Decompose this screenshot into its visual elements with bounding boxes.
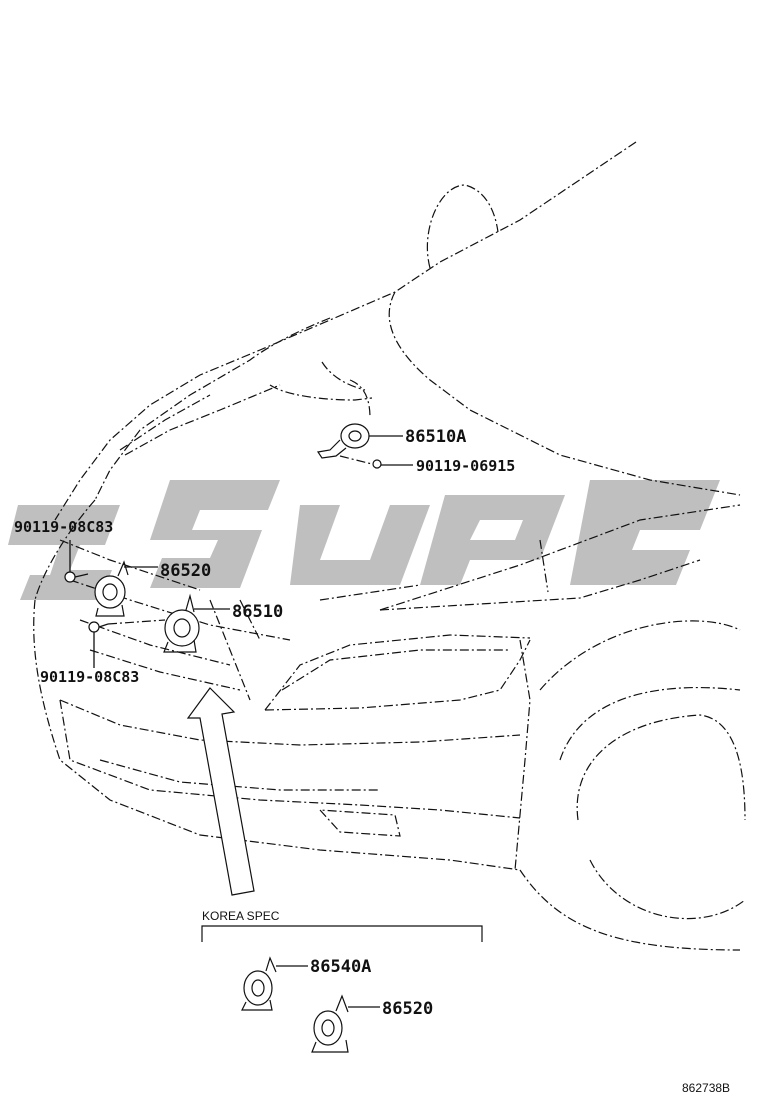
- label-86510A: 86510A: [405, 427, 466, 447]
- leader-lines: [69, 435, 413, 668]
- horn-86520-korea-part: [311, 994, 380, 1053]
- label-86510: 86510: [232, 602, 283, 622]
- label-86520: 86520: [160, 561, 211, 581]
- label-90119-08C83-bottom: 90119-08C83: [40, 668, 139, 686]
- horn-86540A-part: [241, 956, 308, 1011]
- bolt-90119-06915-part: [339, 455, 382, 469]
- horn-86510-part: [163, 593, 200, 653]
- horn-86520-part: [94, 560, 129, 617]
- label-86540A: 86540A: [310, 957, 371, 977]
- horn-86510A-part: [316, 423, 370, 459]
- location-arrow: [186, 687, 255, 896]
- label-86520-korea: 86520: [382, 999, 433, 1019]
- korea-spec-bracket: [201, 925, 483, 942]
- label-90119-08C83-top: 90119-08C83: [14, 518, 113, 536]
- watermark-logo: [8, 480, 720, 600]
- figure-id: 862738B: [682, 1081, 730, 1095]
- label-90119-06915: 90119-06915: [416, 457, 515, 475]
- vehicle-outline: [33, 141, 746, 951]
- label-korea-spec: KOREA SPEC: [202, 909, 280, 923]
- bolt-90119-08C83-bottom-part: [88, 619, 166, 633]
